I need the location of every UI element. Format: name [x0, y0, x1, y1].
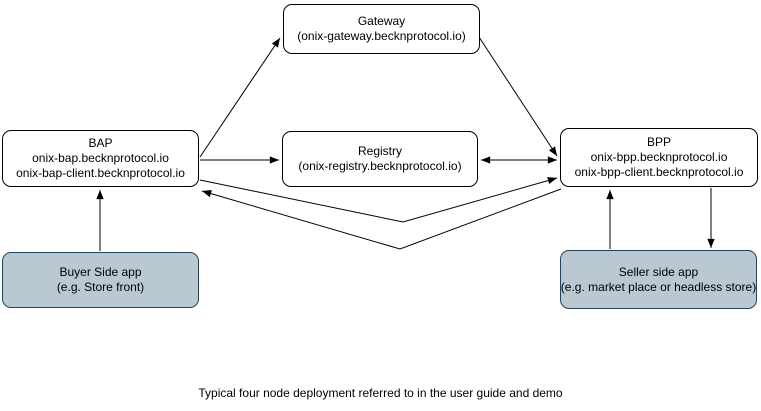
arrow-gateway-to-bpp — [478, 36, 558, 157]
arrow-bap-to-bpp-vbend — [199, 176, 558, 223]
node-bap: BAP onix-bap.becknprotocol.io onix-bap-c… — [2, 130, 199, 187]
buyer-app-title: Buyer Side app — [59, 265, 142, 279]
bap-client-domain: onix-bap-client.becknprotocol.io — [16, 166, 185, 180]
seller-app-subtitle: (e.g. market place or headless store) — [560, 279, 757, 294]
node-seller-side-app: Seller side app (e.g. market place or he… — [560, 250, 757, 309]
node-registry: Registry (onix-registry.becknprotocol.io… — [282, 131, 478, 187]
bap-title: BAP — [88, 136, 113, 150]
node-bpp: BPP onix-bpp.becknprotocol.io onix-bpp-c… — [560, 128, 758, 187]
diagram-caption: Typical four node deployment referred to… — [198, 386, 563, 400]
bap-domain: onix-bap.becknprotocol.io — [32, 151, 169, 165]
gateway-title: Gateway — [357, 14, 406, 28]
node-gateway: Gateway (onix-gateway.becknprotocol.io) — [283, 4, 480, 54]
bpp-client-domain: onix-bpp-client.becknprotocol.io — [574, 165, 744, 179]
bpp-title: BPP — [646, 135, 671, 149]
buyer-app-subtitle: (e.g. Store front) — [56, 280, 145, 294]
bpp-domain: onix-bpp.becknprotocol.io — [590, 150, 728, 164]
node-buyer-side-app: Buyer Side app (e.g. Store front) — [2, 252, 199, 308]
gateway-domain: (onix-gateway.becknprotocol.io) — [297, 29, 466, 43]
registry-title: Registry — [357, 144, 402, 158]
registry-domain: (onix-registry.becknprotocol.io) — [298, 159, 462, 173]
arrow-bap-to-gateway — [199, 37, 281, 158]
seller-app-title: Seller side app — [618, 264, 699, 279]
arrow-bpp-to-bap-vbend — [201, 188, 562, 250]
